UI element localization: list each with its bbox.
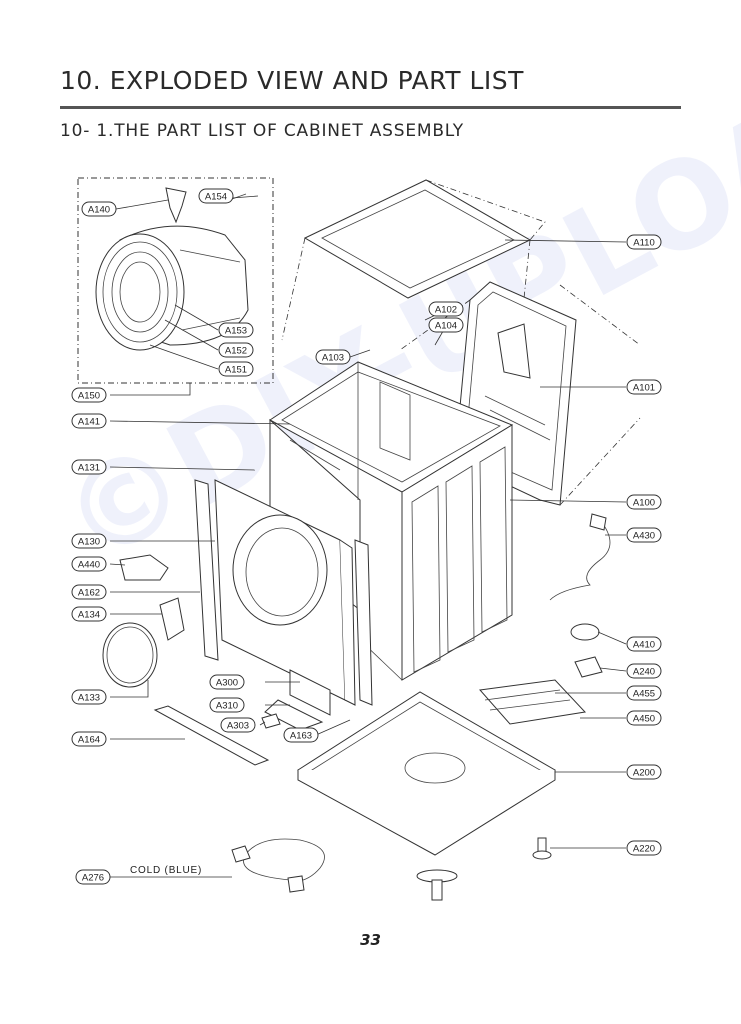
power-cord <box>549 519 611 601</box>
callout-A100: A100 <box>626 494 662 510</box>
svg-text:A133: A133 <box>78 693 100 704</box>
callout-A200: A200 <box>626 764 662 780</box>
svg-text:A151: A151 <box>225 365 247 376</box>
leader-lines <box>109 195 627 878</box>
callout-A310: A310 <box>209 697 245 713</box>
callout-A102: A102 <box>428 301 464 317</box>
leveling-leg <box>537 837 547 853</box>
svg-text:A131: A131 <box>78 463 100 474</box>
callout-A300: A300 <box>209 674 245 690</box>
knob <box>159 597 185 641</box>
svg-text:A310: A310 <box>216 701 238 712</box>
door-ring <box>102 622 158 688</box>
svg-text:A100: A100 <box>633 498 655 509</box>
svg-text:A440: A440 <box>78 560 100 571</box>
callout-A240: A240 <box>626 663 662 679</box>
callout-A150: A150 <box>71 387 107 403</box>
svg-text:A103: A103 <box>322 353 344 364</box>
door-assembly <box>95 187 249 351</box>
callout-A151: A151 <box>218 361 254 377</box>
callout-A153: A153 <box>218 322 254 338</box>
svg-text:A303: A303 <box>227 721 249 732</box>
svg-text:A430: A430 <box>633 531 655 542</box>
noise-filter <box>570 623 600 641</box>
svg-text:A162: A162 <box>78 588 100 599</box>
callout-A131: A131 <box>71 459 107 475</box>
base-frame <box>297 691 556 856</box>
svg-text:A410: A410 <box>633 640 655 651</box>
svg-text:A110: A110 <box>633 238 654 249</box>
detergent-drawer <box>289 669 331 716</box>
callout-A152: A152 <box>218 342 254 358</box>
callout-A276: A276 <box>75 869 111 885</box>
left-strip <box>194 479 219 661</box>
callout-A104: A104 <box>428 317 464 333</box>
inlet-hose <box>243 838 325 883</box>
svg-text:A130: A130 <box>78 537 100 548</box>
callout-A450: A450 <box>626 710 662 726</box>
svg-text:A276: A276 <box>82 873 104 884</box>
control-pcb <box>479 679 587 725</box>
svg-text:A164: A164 <box>78 735 100 746</box>
callout-A303: A303 <box>220 717 256 733</box>
svg-text:A450: A450 <box>633 714 655 725</box>
callout-A163: A163 <box>283 727 319 743</box>
callout-A140: A140 <box>81 201 117 217</box>
right-strip <box>354 539 373 706</box>
callout-A410: A410 <box>626 636 662 652</box>
callout-A162: A162 <box>71 584 107 600</box>
callout-A220: A220 <box>626 840 662 856</box>
section-subtitle: 10- 1.THE PART LIST OF CABINET ASSEMBLY <box>60 121 464 141</box>
title-rule <box>60 106 681 109</box>
pump-cap <box>261 713 281 729</box>
svg-text:A154: A154 <box>205 192 227 203</box>
svg-text:A300: A300 <box>216 678 238 689</box>
page-title: 10. EXPLODED VIEW AND PART LIST <box>60 66 524 95</box>
svg-text:A134: A134 <box>78 610 100 621</box>
svg-text:A104: A104 <box>435 321 457 332</box>
callout-A130: A130 <box>71 533 107 549</box>
callout-A103: A103 <box>315 349 351 365</box>
callout-A164: A164 <box>71 731 107 747</box>
callout-A101: A101 <box>626 379 662 395</box>
front-panel <box>214 479 356 706</box>
callout-A141: A141 <box>71 413 107 429</box>
svg-text:A240: A240 <box>633 667 655 678</box>
callout-A110: A110 <box>626 234 662 250</box>
svg-text:A200: A200 <box>633 768 655 779</box>
top-plate <box>303 179 532 299</box>
callout-A133: A133 <box>71 689 107 705</box>
door-assembly-frame <box>77 177 274 384</box>
bottom-kick-strip <box>153 705 270 766</box>
svg-text:A141: A141 <box>78 417 100 428</box>
svg-text:A163: A163 <box>290 731 312 742</box>
svg-text:A455: A455 <box>633 689 655 700</box>
svg-text:A102: A102 <box>435 305 457 316</box>
page-number: 33 <box>360 931 381 949</box>
door-lock <box>119 554 169 581</box>
callout-A430: A430 <box>626 527 662 543</box>
callout-A154: A154 <box>198 188 234 204</box>
svg-text:A101: A101 <box>633 383 655 394</box>
svg-text:A220: A220 <box>633 844 655 855</box>
bracket <box>574 656 603 678</box>
cold-blue-note: COLD (BLUE) <box>130 865 202 876</box>
svg-text:A150: A150 <box>78 391 100 402</box>
svg-text:A152: A152 <box>225 346 247 357</box>
svg-text:A153: A153 <box>225 326 247 337</box>
callout-A134: A134 <box>71 606 107 622</box>
svg-text:A140: A140 <box>88 205 110 216</box>
callout-A440: A440 <box>71 556 107 572</box>
callout-A455: A455 <box>626 685 662 701</box>
